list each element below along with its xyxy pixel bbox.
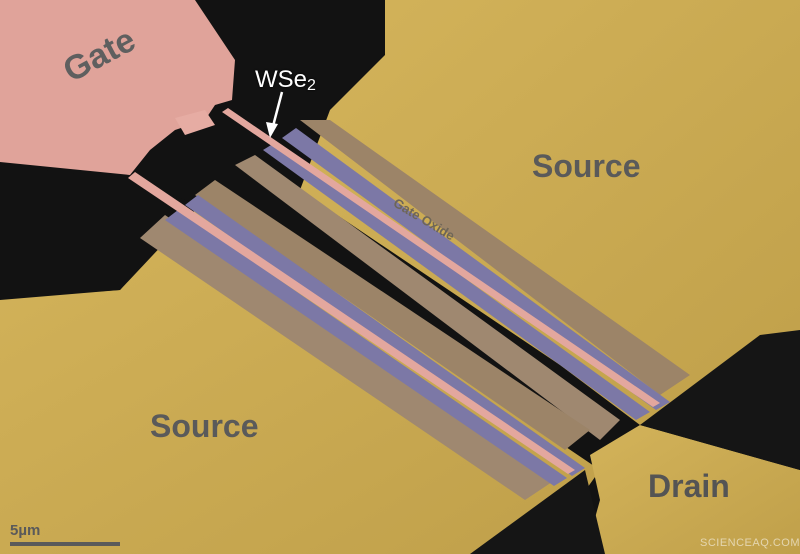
wse2-label: WSe2 (255, 66, 316, 94)
dark-region-bottom (470, 470, 605, 554)
watermark: SCIENCEAQ.COM (700, 537, 800, 549)
source-top-electrode (300, 0, 800, 425)
wse2-arrow (266, 91, 284, 138)
scale-bar (10, 542, 120, 546)
gate-oxide-strips (140, 120, 690, 500)
drain-electrode (585, 425, 800, 554)
wse2-label-subscript: 2 (307, 77, 316, 94)
wse2-label-main: WSe (255, 66, 308, 93)
wse2-channels (165, 128, 670, 486)
gate-fingers (128, 108, 660, 474)
source-bottom-electrode (0, 200, 600, 554)
drain-label: Drain (648, 468, 730, 504)
gate-pad (0, 0, 235, 175)
dark-region-left (0, 165, 200, 298)
scale-label: 5µm (10, 522, 41, 539)
dark-region-right (640, 330, 800, 470)
gate-pad-notch (175, 110, 215, 135)
source-top-label: Source (532, 148, 641, 184)
source-bottom-label: Source (150, 408, 259, 444)
